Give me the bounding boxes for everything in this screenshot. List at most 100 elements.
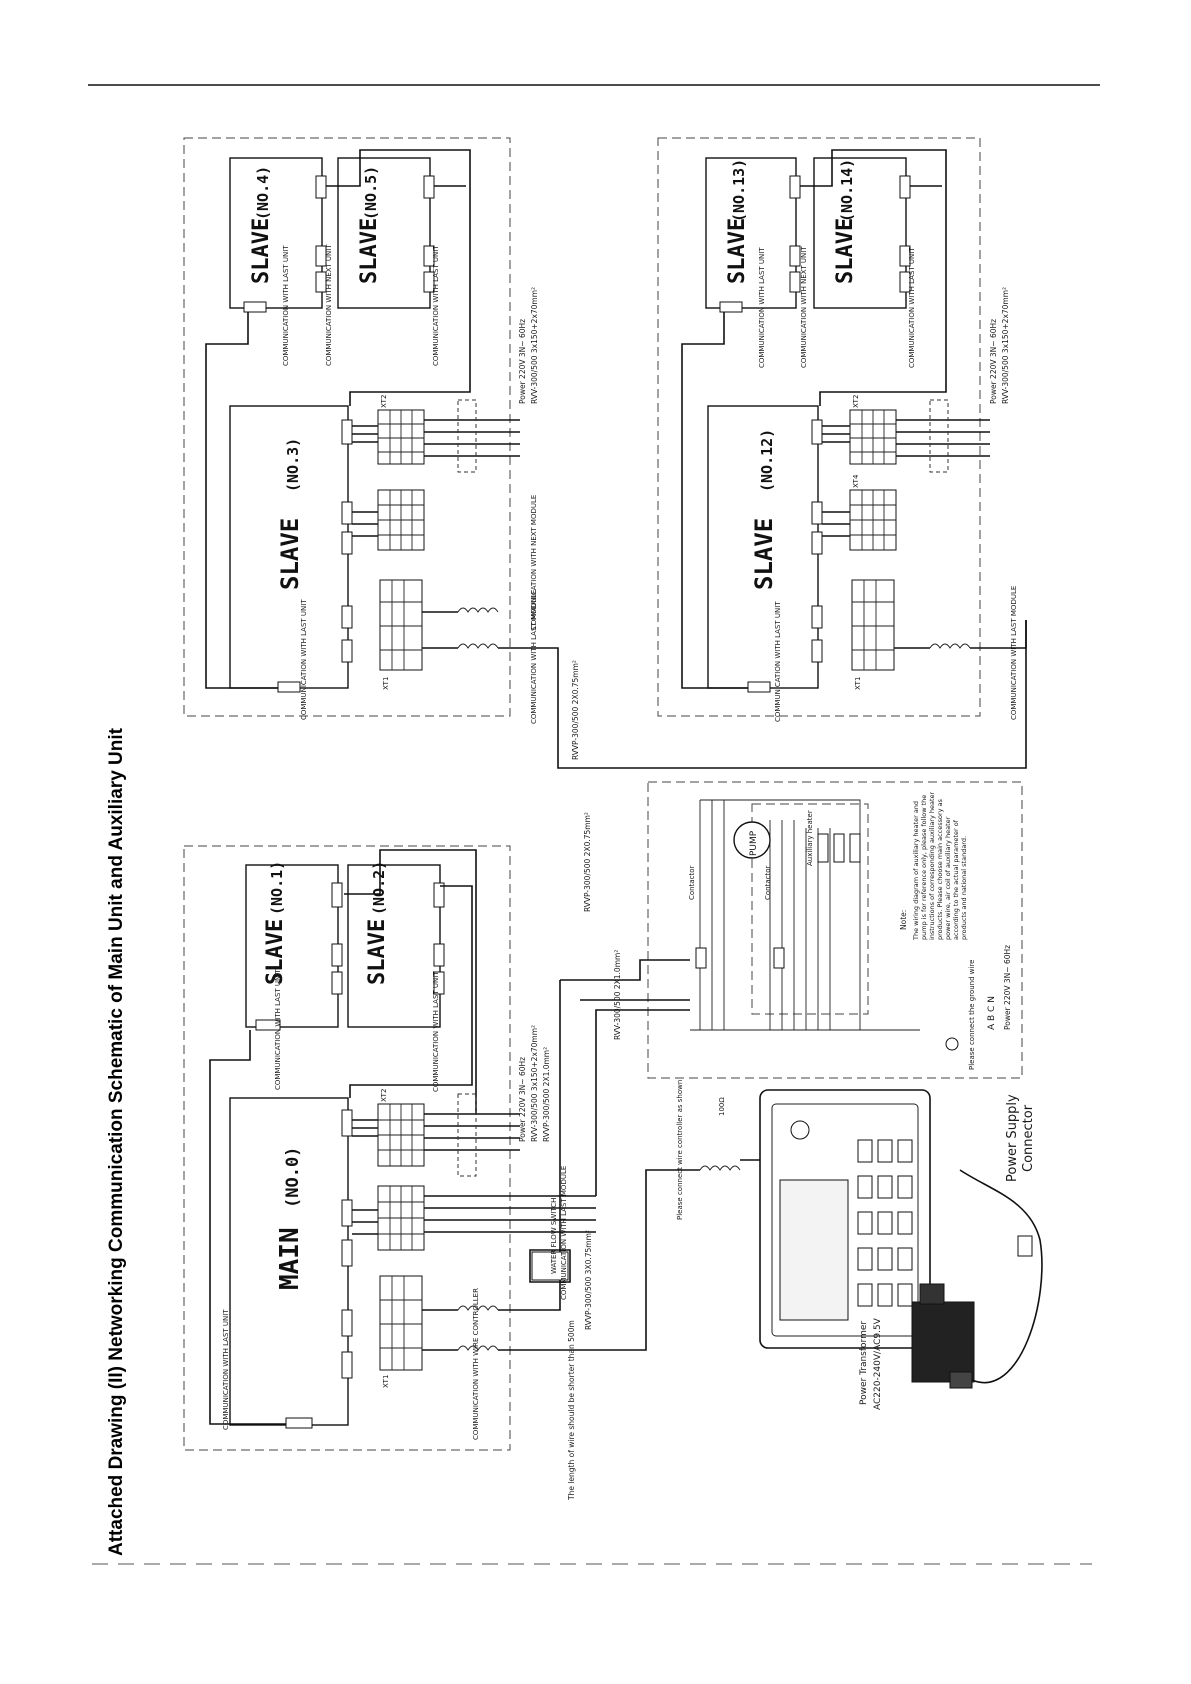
module-frame-upper	[183, 137, 511, 717]
rvvp-bridge-label: RVVP-300/500 2X0.75mm²	[571, 660, 580, 760]
slave-unit-12: SLAVE (NO.12)	[707, 405, 823, 693]
main-unit: MAIN (NO.0)	[229, 1097, 353, 1429]
rvv-aux-label: RVV-300/500 2X1.0mm²	[613, 950, 622, 1040]
wire-controller	[759, 1089, 931, 1349]
main-shield-dash	[457, 1093, 477, 1177]
svg-text:XT4: XT4	[852, 474, 860, 488]
svg-text:(NO.4): (NO.4)	[254, 166, 272, 220]
terminals-lower: XT2 XT4 XT1	[849, 395, 897, 690]
page-title: Attached Drawing (II) Networking Communi…	[106, 727, 127, 1556]
aux-heater-frame	[751, 803, 869, 1015]
svg-text:Auxiliary heater: Auxiliary heater	[806, 810, 814, 866]
svg-text:SLAVE: SLAVE	[249, 218, 274, 284]
lower-comm-last-module: COMMUNICATION WITH LAST MODULE	[1010, 586, 1018, 720]
svg-text:(NO.2): (NO.2)	[370, 861, 388, 915]
power-connector-icon	[1017, 1235, 1033, 1257]
svg-text:SLAVE: SLAVE	[725, 218, 750, 284]
ctrl-note: Please connect wire controller as shown	[676, 1080, 684, 1220]
slave-unit-1: SLAVE (NO.1)	[245, 861, 343, 1031]
lower-comm-last-unit-3: COMMUNICATION WITH LAST UNIT	[774, 601, 782, 722]
main-module-wiring: WATER FLOW SWITCH	[209, 849, 700, 1425]
module-frame-main	[183, 845, 511, 1451]
svg-text:SLAVE: SLAVE	[357, 218, 382, 284]
aux-cables	[560, 959, 690, 1196]
slave-unit-5: SLAVE (NO.5)	[337, 157, 435, 309]
lower-comm-last-unit: COMMUNICATION WITH LAST UNIT	[758, 247, 766, 368]
water-flow-switch	[531, 1251, 569, 1281]
aux-frame	[647, 781, 1023, 1079]
svg-text:(NO.3): (NO.3)	[284, 438, 302, 492]
upper-cable-label: RVV-300/500 3x150+2x70mm²	[530, 287, 539, 404]
slave1-comm-last: COMMUNICATION WITH LAST UNIT	[274, 969, 282, 1090]
slave2-comm-last: COMMUNICATION WITH LAST UNIT	[432, 971, 440, 1092]
upper-shield-dash	[457, 399, 477, 473]
svg-text:XT2: XT2	[380, 1089, 388, 1102]
terminal-xt1-main: XT1	[379, 1275, 423, 1388]
upper-comm-last-unit: COMMUNICATION WITH LAST UNIT	[282, 245, 290, 366]
svg-text:Contactor: Contactor	[688, 865, 696, 900]
upper-power-label: Power 220V 3N~ 60Hz	[518, 319, 527, 404]
main-comm-wire-ctrl: COMMUNICATION WITH WIRE CONTROLLER	[472, 1288, 480, 1440]
connector-label: Connector	[1021, 1104, 1036, 1172]
main-role: MAIN	[275, 1227, 305, 1290]
svg-text:SLAVE: SLAVE	[833, 218, 858, 284]
transformer-cable	[959, 1169, 1043, 1384]
svg-text:WATER FLOW SWITCH: WATER FLOW SWITCH	[550, 1198, 558, 1274]
main-rvvp-label: RVVP-300/500 2X1.0mm²	[542, 1047, 551, 1142]
svg-text:(NO.14): (NO.14)	[838, 159, 856, 222]
power-supply-label: Power Supply	[1005, 1094, 1020, 1182]
abcn-label: A B C N	[987, 996, 997, 1030]
main-comm-last: COMMUNICATION WITH LAST UNIT	[222, 1309, 230, 1430]
slave-unit-13: SLAVE (NO.13)	[705, 157, 801, 313]
transformer-label: Power Transformer	[859, 1321, 869, 1405]
heater-coils	[817, 833, 861, 863]
wire-length-note: The length of wire should be shorter tha…	[567, 1320, 576, 1501]
upper-comm-next-module: COMMUNICATION WITH NEXT MODULE	[530, 495, 538, 630]
slave-unit-14: SLAVE (NO.14)	[813, 157, 911, 309]
svg-text:(NO.5): (NO.5)	[362, 166, 380, 220]
slave-unit-3: SLAVE (NO.3)	[229, 405, 353, 693]
svg-text:SLAVE: SLAVE	[750, 518, 778, 590]
svg-text:XT1: XT1	[382, 677, 390, 690]
lower-cable-label: RVV-300/500 3x150+2x70mm²	[1001, 287, 1010, 404]
upper-comm-next-unit: COMMUNICATION WITH NEXT UNIT	[325, 244, 333, 366]
terminal-xt4-main	[377, 1185, 425, 1251]
ground-icon	[945, 1037, 959, 1051]
rvvp-ctrl-label: RVVP-300/500 3X0.75mm²	[584, 1230, 593, 1330]
note-title: Note:	[899, 910, 908, 930]
aux-power-label: Power 220V 3N~ 60Hz	[1003, 945, 1012, 1030]
upper-module-wiring	[205, 149, 1027, 769]
svg-text:Please connect the ground wire: Please connect the ground wire	[968, 960, 976, 1070]
main-no: (NO.0)	[283, 1147, 303, 1208]
lower-comm-next-unit: COMMUNICATION WITH NEXT UNIT	[800, 246, 808, 368]
svg-text:(NO.12): (NO.12)	[758, 429, 776, 492]
ctrl-100: 100Ω	[718, 1097, 726, 1116]
lower-module-wiring	[681, 149, 1027, 689]
svg-text:XT2: XT2	[380, 395, 388, 408]
lower-comm-last-unit-2: COMMUNICATION WITH LAST UNIT	[908, 247, 916, 368]
controller-buttons	[857, 1139, 913, 1307]
lower-shield-dash	[929, 399, 949, 473]
svg-text:XT1: XT1	[854, 677, 862, 690]
controller-display	[779, 1179, 849, 1321]
svg-text:PUMP: PUMP	[749, 830, 759, 856]
power-transformer	[911, 1283, 975, 1389]
svg-text:XT2: XT2	[852, 395, 860, 408]
aux-note: The wiring diagram of auxiliary heater a…	[912, 791, 968, 940]
main-power-label: Power 220V 3N~ 60Hz	[518, 1057, 527, 1142]
terminal-xt2-main: XT2	[377, 1089, 425, 1167]
upper-comm-last-module: COMMUNICATION WITH LAST MODULE	[530, 590, 538, 724]
lower-power-label: Power 220V 3N~ 60Hz	[989, 319, 998, 404]
terminals-upper: XT2 XT1	[377, 395, 425, 690]
slave-unit-2: SLAVE (NO.2)	[347, 861, 445, 1028]
svg-text:Contactor: Contactor	[764, 865, 772, 900]
upper-comm-last-unit-3: COMMUNICATION WITH LAST UNIT	[300, 599, 308, 720]
upper-comm-last-unit-2: COMMUNICATION WITH LAST UNIT	[432, 245, 440, 366]
main-cable-label: RVV-300/500 3x150+2x70mm²	[530, 1025, 539, 1142]
slave-unit-4: SLAVE (NO.4)	[229, 157, 327, 313]
transformer-rating: AC220-240V/AC9.5V	[873, 1317, 883, 1410]
svg-text:(NO.13): (NO.13)	[730, 159, 748, 222]
svg-text:(NO.1): (NO.1)	[268, 861, 286, 915]
svg-text:XT1: XT1	[382, 1375, 390, 1388]
